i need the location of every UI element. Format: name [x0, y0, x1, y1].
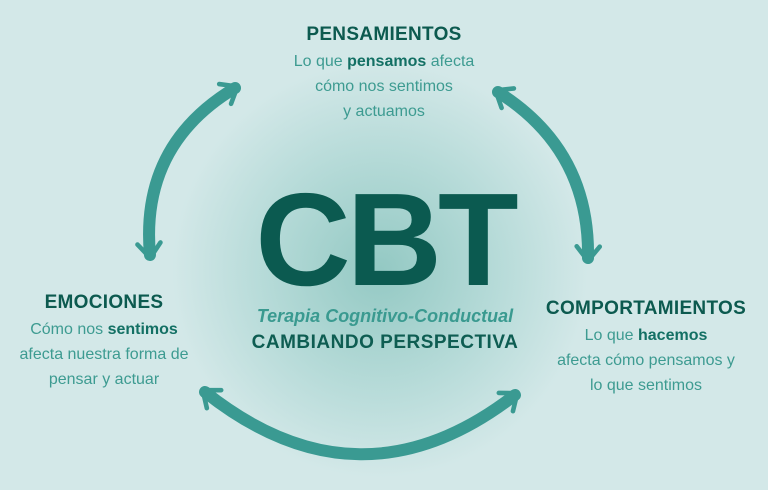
comportamientos-keyword: hacemos [638, 327, 708, 344]
emociones-block: EMOCIONES Cómo nos sentimos afecta nuest… [0, 292, 208, 392]
pensamientos-block: PENSAMIENTOS Lo que pensamos afecta cómo… [234, 24, 534, 124]
comportamientos-description: Lo que hacemos afecta cómo pensamos y lo… [528, 323, 764, 398]
pensamientos-keyword: pensamos [347, 53, 427, 70]
emociones-line3: pensar y actuar [48, 371, 160, 388]
pensamientos-line1-post: afecta [426, 53, 475, 70]
pensamientos-line1-pre: Lo que [293, 53, 348, 70]
arrow-emociones-pensamientos [135, 81, 241, 261]
pensamientos-title: PENSAMIENTOS [306, 24, 462, 45]
pensamientos-line3: y actuamos [343, 103, 425, 120]
comportamientos-line1-pre: Lo que [584, 327, 638, 344]
pensamientos-line2: cómo nos sentimos [315, 78, 453, 95]
emociones-title: EMOCIONES [44, 292, 164, 313]
comportamientos-line3: lo que sentimos [589, 377, 703, 394]
emociones-line2: afecta nuestra forma de [19, 346, 189, 363]
cbt-subtitle: Terapia Cognitivo-Conductual [256, 306, 514, 326]
comportamientos-title: COMPORTAMIENTOS [545, 298, 747, 319]
emociones-keyword: sentimos [107, 321, 178, 338]
cbt-tagline: CAMBIANDO PERSPECTIVA [251, 332, 519, 353]
comportamientos-block: COMPORTAMIENTOS Lo que hacemos afecta có… [528, 298, 764, 398]
emociones-line1-pre: Cómo nos [30, 321, 108, 338]
cbt-acronym: CBT [255, 166, 518, 313]
arrow-pensamientos-comportamientos [492, 86, 603, 264]
arrow-comportamientos-emociones [199, 386, 521, 461]
emociones-description: Cómo nos sentimos afecta nuestra forma d… [0, 317, 208, 392]
pensamientos-description: Lo que pensamos afecta cómo nos sentimos… [234, 49, 534, 124]
comportamientos-line2: afecta cómo pensamos y [557, 352, 735, 369]
